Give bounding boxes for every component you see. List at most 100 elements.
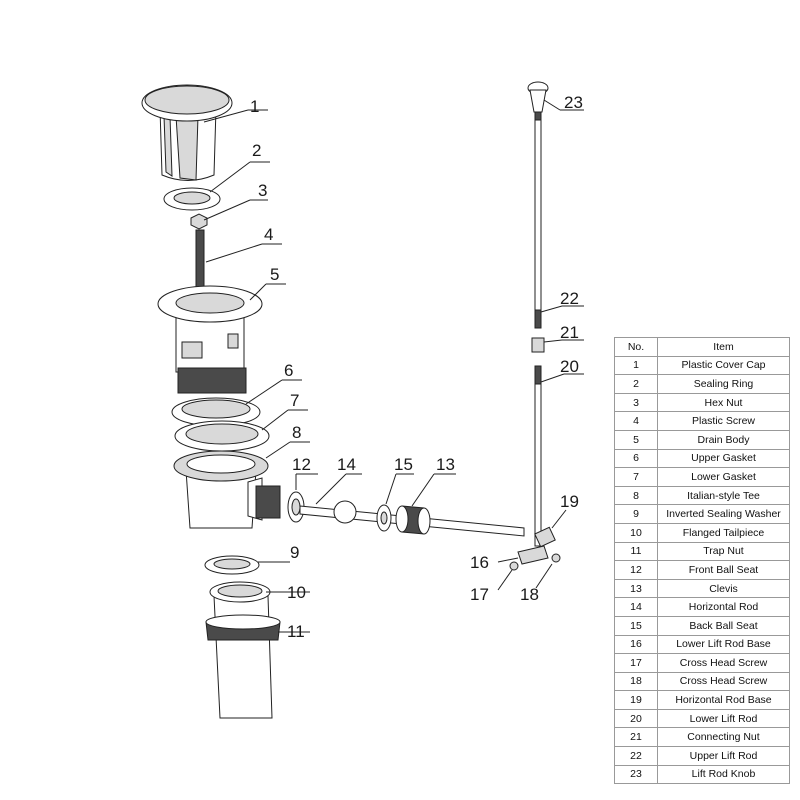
row-item: Inverted Sealing Washer — [657, 504, 790, 524]
part-lower-lift-rod-base — [497, 545, 549, 565]
row-number: 7 — [614, 467, 658, 487]
row-item: Cross Head Screw — [657, 653, 790, 673]
part-trap-nut — [205, 614, 310, 641]
callout-2: 2 — [252, 141, 261, 160]
row-item: Lift Rod Knob — [657, 764, 790, 785]
row-item: Plastic Screw — [657, 411, 790, 431]
callout-19: 19 — [560, 492, 579, 511]
row-number: 22 — [614, 746, 658, 766]
part-sealing-ring — [163, 161, 270, 211]
callout-22: 22 — [560, 289, 579, 308]
part-lift-rod-knob — [527, 81, 584, 113]
callout-10: 10 — [287, 583, 306, 602]
row-number: 13 — [614, 578, 658, 599]
callout-20: 20 — [560, 357, 579, 376]
row-number: 10 — [614, 522, 658, 543]
part-flanged-tailpiece — [209, 581, 310, 719]
row-number: 9 — [614, 504, 658, 524]
callout-23: 23 — [564, 93, 583, 112]
callout-7: 7 — [290, 391, 299, 410]
row-number: 21 — [614, 727, 658, 748]
callout-14: 14 — [337, 455, 356, 474]
callout-12: 12 — [292, 455, 311, 474]
column-header-item: Item — [657, 337, 790, 357]
callout-18: 18 — [520, 585, 539, 604]
part-lower-lift-rod — [534, 365, 584, 547]
table-header-row: No. Item — [614, 337, 790, 357]
row-item: Hex Nut — [657, 392, 790, 413]
part-back-ball-seat — [376, 473, 414, 532]
part-upper-lift-rod — [534, 111, 584, 329]
callout-4: 4 — [264, 225, 273, 244]
row-number: 8 — [614, 485, 658, 506]
row-item: Lower Gasket — [657, 467, 790, 487]
row-number: 19 — [614, 690, 658, 710]
row-number: 16 — [614, 634, 658, 655]
row-number: 23 — [614, 764, 658, 785]
callout-16: 16 — [470, 553, 489, 572]
part-upper-gasket — [171, 379, 302, 427]
row-item: Cross Head Screw — [657, 671, 790, 692]
part-plastic-cover-cap — [141, 84, 268, 181]
row-item: Drain Body — [657, 429, 790, 450]
part-italian-style-tee — [173, 441, 310, 529]
row-item: Horizontal Rod Base — [657, 690, 790, 710]
row-number: 6 — [614, 448, 658, 469]
row-number: 5 — [614, 429, 658, 450]
column-header-no: No. — [614, 337, 658, 357]
row-number: 14 — [614, 597, 658, 617]
callout-6: 6 — [284, 361, 293, 380]
callout-1: 1 — [250, 97, 259, 116]
row-item: Flanged Tailpiece — [657, 522, 790, 543]
row-item: Lower Lift Rod Base — [657, 634, 790, 655]
row-number: 2 — [614, 374, 658, 394]
callout-11: 11 — [287, 622, 305, 641]
row-number: 1 — [614, 355, 658, 376]
row-item: Horizontal Rod — [657, 597, 790, 617]
part-cross-head-screw-17 — [497, 561, 519, 591]
row-item: Sealing Ring — [657, 374, 790, 394]
row-item: Lower Lift Rod — [657, 708, 790, 729]
part-connecting-nut — [531, 337, 584, 353]
callout-21: 21 — [560, 323, 579, 342]
part-lower-gasket — [174, 409, 308, 452]
callout-5: 5 — [270, 265, 279, 284]
row-item: Upper Gasket — [657, 448, 790, 469]
part-cross-head-screw-18 — [535, 553, 561, 589]
part-drain-body — [157, 283, 286, 394]
row-number: 20 — [614, 708, 658, 729]
row-number: 12 — [614, 560, 658, 580]
row-item: Plastic Cover Cap — [657, 355, 790, 376]
callout-3: 3 — [258, 181, 267, 200]
callout-17: 17 — [470, 585, 489, 604]
row-number: 3 — [614, 392, 658, 413]
row-number: 11 — [614, 541, 658, 562]
row-number: 4 — [614, 411, 658, 431]
callout-15: 15 — [394, 455, 413, 474]
row-number: 18 — [614, 671, 658, 692]
callout-8: 8 — [292, 423, 301, 442]
